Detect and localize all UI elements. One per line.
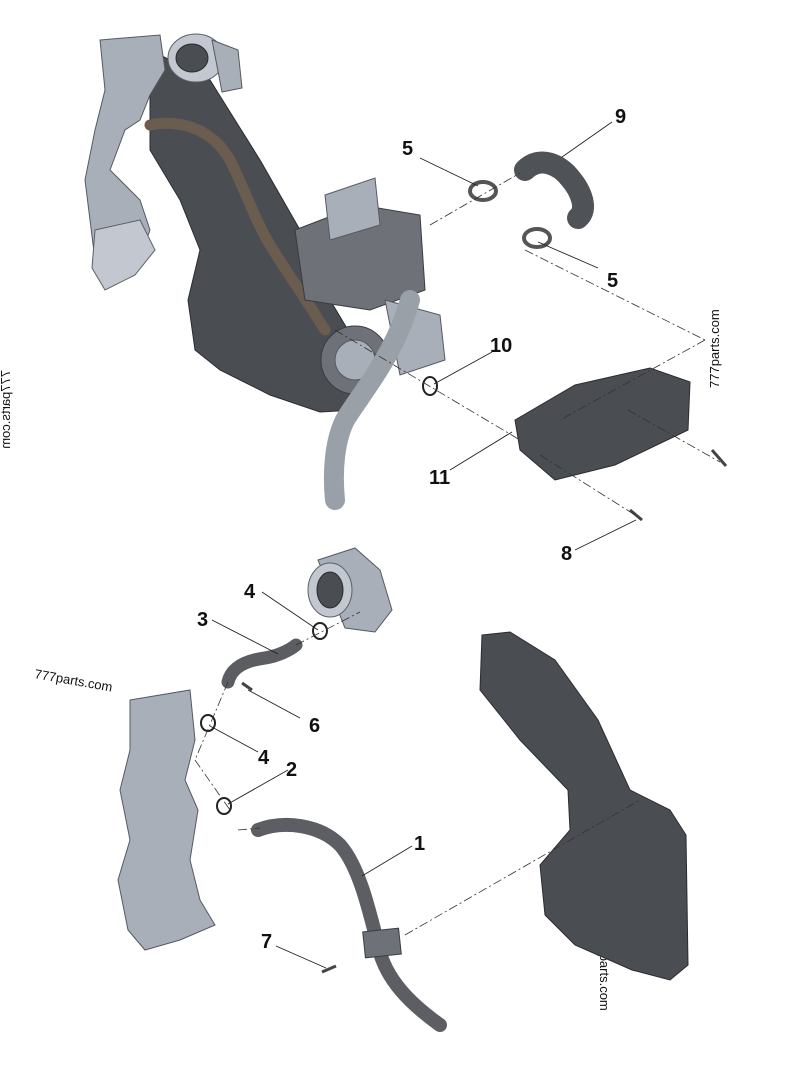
- part-11-cover: [514, 367, 691, 481]
- timing-cover-panel: [479, 631, 689, 981]
- part-4-o-ring-upper: [312, 622, 328, 640]
- callout-11: 11: [429, 467, 450, 489]
- callout-5-lower: 5: [607, 270, 618, 292]
- part-6-bolt: [241, 681, 253, 692]
- thermostat-housing-illustration: [117, 689, 216, 951]
- part-8-bolt-cover-right: [710, 449, 728, 467]
- part-10-o-ring: [422, 376, 438, 396]
- callout-labels: 1 2 3 4 4 5 5 6 7 8 9 10 11: [197, 106, 626, 953]
- assembly-lines-bottom: [194, 611, 641, 936]
- callout-4-lower: 4: [258, 747, 270, 769]
- callout-9: 9: [615, 106, 626, 128]
- part-7-bolt: [321, 964, 337, 974]
- callout-2: 2: [286, 759, 297, 781]
- part-9-hose: [514, 151, 594, 229]
- part-3-elbow-pipe: [221, 638, 303, 689]
- engine-assembly-illustration: [84, 33, 446, 510]
- part-5-clamp-lower: [522, 227, 552, 249]
- callout-1: 1: [414, 833, 425, 855]
- leader-lines: [209, 121, 637, 969]
- callout-7: 7: [261, 931, 272, 953]
- callout-4-upper: 4: [244, 581, 256, 603]
- watermark-left-edge: 777parts.com: [0, 370, 13, 449]
- throttle-body-illustration: [307, 547, 393, 633]
- part-2-o-ring: [216, 797, 232, 815]
- part-5-clamp-upper: [468, 180, 498, 202]
- assembly-lines-top: [334, 172, 721, 516]
- callout-10: 10: [490, 335, 512, 357]
- part-8-bolt: [629, 508, 643, 522]
- watermark-middle-left: 777parts.com: [33, 666, 113, 694]
- callout-3: 3: [197, 609, 208, 631]
- callout-5-upper: 5: [402, 138, 413, 160]
- part-4-o-ring-lower: [200, 714, 216, 732]
- callout-6: 6: [309, 715, 320, 737]
- callout-8: 8: [561, 543, 572, 565]
- part-1-pipe: [251, 818, 447, 1032]
- watermark-top-right: 777parts.com: [707, 309, 722, 388]
